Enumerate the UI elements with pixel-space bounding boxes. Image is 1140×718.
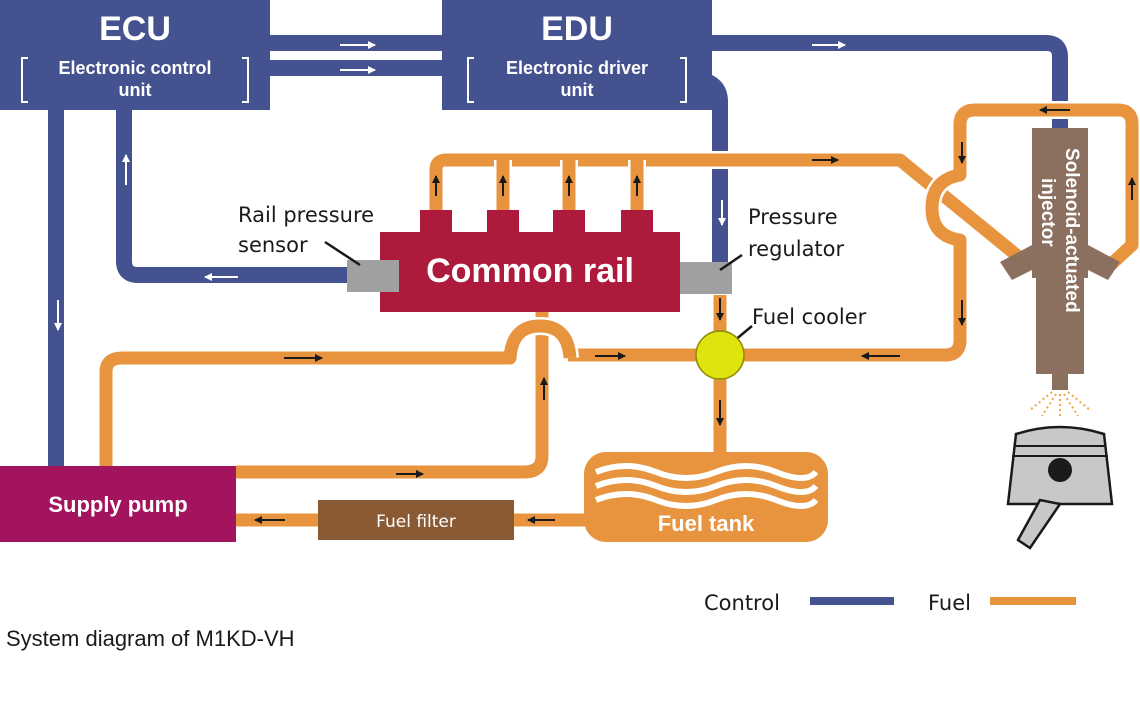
edu-title: EDU — [541, 10, 613, 48]
piston-icon — [1006, 425, 1114, 550]
rail-port-3 — [553, 210, 585, 234]
diagram-caption: System diagram of M1KD-VH — [6, 626, 295, 651]
edu-box — [442, 0, 712, 110]
injector-lower — [1036, 262, 1084, 374]
ecu-bracket-left — [21, 57, 28, 103]
rail-pressure-sensor-label-line2: sensor — [238, 233, 308, 257]
common-rail-label: Common rail — [426, 252, 634, 290]
legend-fuel-swatch — [990, 597, 1076, 605]
fuel-tank-body — [584, 452, 828, 542]
supply-pump-box — [0, 466, 236, 542]
fuel-spray-icon — [1029, 391, 1091, 418]
common-rail: Common rail — [347, 210, 732, 312]
tank-wave-3 — [594, 491, 819, 509]
pressure-regulator-label-line2: regulator — [748, 237, 845, 261]
rail-port-4 — [621, 210, 653, 234]
rail-port-2 — [487, 210, 519, 234]
injector-right-arm — [1078, 245, 1120, 280]
fuel-filter-label: Fuel filter — [376, 512, 456, 532]
ecu-unit: ECU Electronic control unit — [0, 0, 270, 110]
rail-pressure-sensor — [347, 260, 399, 292]
edu-bracket-left — [467, 57, 474, 103]
ecu-bracket-right — [242, 57, 249, 103]
supply-pump-label: Supply pump — [48, 492, 187, 517]
fuel-cooler — [695, 330, 745, 380]
edu-subtitle-line1: Electronic driver — [506, 58, 648, 78]
fuel-tank: Fuel tank — [584, 452, 828, 542]
fuel-filter: Fuel filter — [318, 500, 514, 540]
injector-nozzle — [1052, 374, 1068, 390]
pressure-regulator-label-line1: Pressure — [748, 205, 838, 229]
sensor-leader-line — [324, 240, 361, 267]
injector-body — [1032, 128, 1088, 278]
legend-control-label: Control — [704, 591, 780, 615]
injector-left-arm — [1000, 245, 1042, 280]
fuel-tank-label: Fuel tank — [658, 511, 755, 536]
rail-pressure-sensor-label-line1: Rail pressure — [238, 203, 374, 227]
legend: Control Fuel — [704, 591, 1076, 615]
solenoid-injector: Solenoid-actuated injector — [1000, 128, 1120, 390]
control-line-edu-to-injector — [710, 35, 1068, 135]
rail-body — [380, 232, 680, 312]
edu-bracket-right — [680, 57, 687, 103]
fuel-filter-box — [318, 500, 514, 540]
flow-arrows — [54, 41, 1136, 524]
regulator-leader-line — [719, 253, 743, 272]
edu-subtitle-line2: unit — [561, 80, 594, 100]
injector-label-line1: Solenoid-actuated — [1061, 148, 1082, 313]
injector-label-line2: injector — [1037, 178, 1058, 247]
tank-wave-2 — [594, 477, 819, 495]
edu-unit: EDU Electronic driver unit — [442, 0, 712, 110]
legend-fuel-label: Fuel — [928, 591, 971, 615]
legend-control-swatch — [810, 597, 894, 605]
supply-pump: Supply pump — [0, 466, 236, 542]
ecu-subtitle-line1: Electronic control — [58, 58, 211, 78]
ecu-title: ECU — [99, 10, 171, 48]
ecu-subtitle-line2: unit — [119, 80, 152, 100]
control-line-sensor-to-ecu — [116, 110, 360, 283]
fuel-cooler-label: Fuel cooler — [752, 305, 867, 329]
ecu-box — [0, 0, 270, 110]
rail-port-1 — [420, 210, 452, 234]
tank-wave-1 — [594, 463, 819, 481]
